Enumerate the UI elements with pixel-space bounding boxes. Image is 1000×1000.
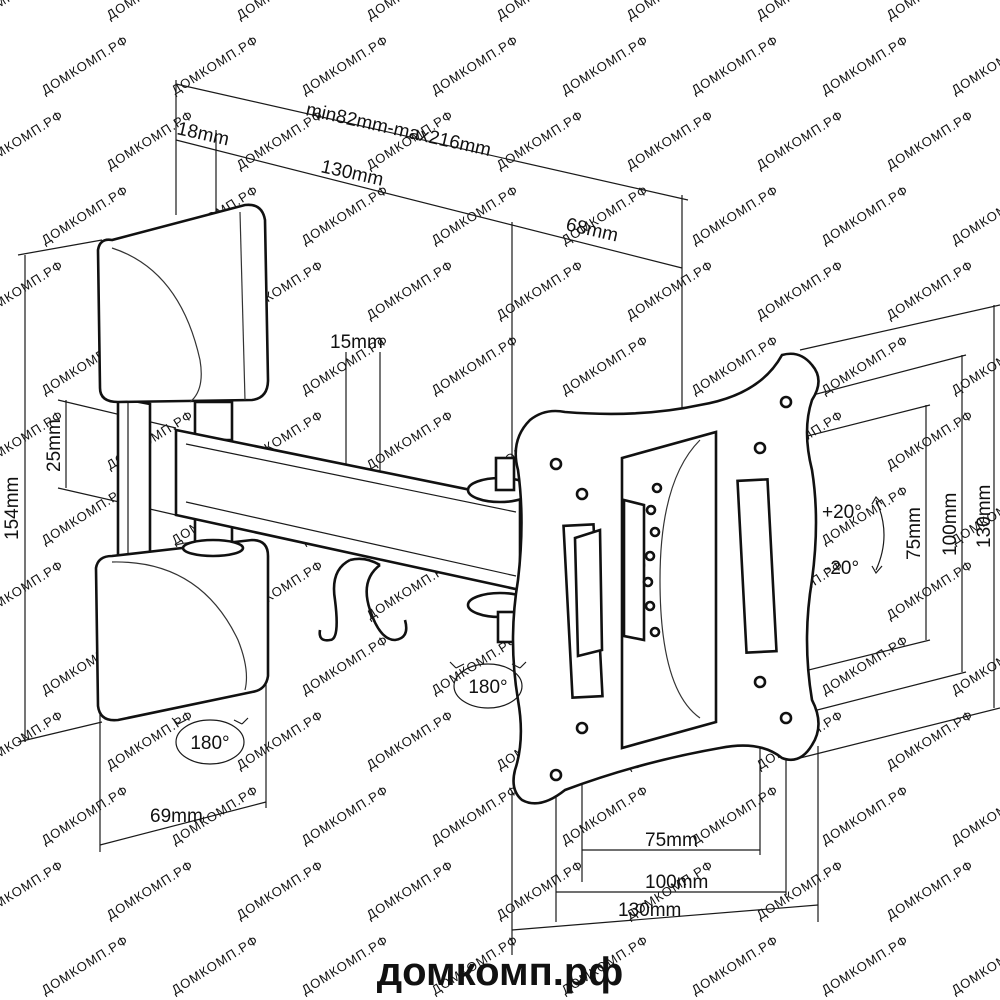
label-total-height: 154mm	[2, 477, 23, 540]
watermark-text: ДОМКОМП.РФ	[234, 0, 326, 23]
vesa-plate	[511, 352, 820, 805]
watermark-text: ДОМКОМП.РФ	[494, 257, 586, 322]
label-vesa-h-75: 75mm	[904, 507, 925, 560]
watermark-text: ДОМКОМП.РФ	[689, 182, 781, 247]
watermark-text: ДОМКОМП.РФ	[429, 182, 521, 247]
watermark-text: ДОМКОМП.РФ	[234, 707, 326, 772]
watermark-text: ДОМКОМП.РФ	[299, 32, 391, 97]
watermark-text: ДОМКОМП.РФ	[559, 782, 651, 847]
label-arm-rotation: 180°	[468, 677, 507, 698]
watermark-text: ДОМКОМП.РФ	[884, 857, 976, 922]
watermark-text: ДОМКОМП.РФ	[754, 857, 846, 922]
watermark-text: ДОМКОМП.РФ	[0, 257, 66, 322]
watermark-text: ДОМКОМП.РФ	[169, 932, 261, 997]
label-vesa-w-75: 75mm	[645, 830, 698, 851]
watermark-text: ДОМКОМП.РФ	[234, 857, 326, 922]
watermark-text: ДОМКОМП.РФ	[364, 0, 456, 23]
watermark-text: ДОМКОМП.РФ	[39, 782, 131, 847]
label-tilt-up: +20°	[822, 502, 862, 523]
label-vesa-h-100: 100mm	[940, 493, 961, 556]
watermark-text: ДОМКОМП.РФ	[949, 332, 1000, 397]
watermark-text: ДОМКОМП.РФ	[0, 107, 66, 172]
brand-logo: домкомп.рф	[377, 950, 624, 994]
watermark-text: ДОМКОМП.РФ	[299, 182, 391, 247]
watermark-text: ДОМКОМП.РФ	[949, 32, 1000, 97]
watermark-text: ДОМКОМП.РФ	[819, 632, 911, 697]
watermark-text: ДОМКОМП.РФ	[0, 857, 66, 922]
watermark-text: ДОМКОМП.РФ	[754, 0, 846, 23]
wall-bracket	[94, 203, 270, 722]
watermark-text: ДОМКОМП.РФ	[884, 257, 976, 322]
label-vesa-w-100: 100mm	[645, 872, 708, 893]
watermark-text: ДОМКОМП.РФ	[819, 182, 911, 247]
watermark-text: ДОМКОМП.РФ	[884, 107, 976, 172]
watermark-text: ДОМКОМП.РФ	[364, 857, 456, 922]
watermark-text: ДОМКОМП.РФ	[494, 107, 586, 172]
watermark-text: ДОМКОМП.РФ	[949, 932, 1000, 997]
watermark-text: ДОМКОМП.РФ	[299, 632, 391, 697]
watermark-text: ДОМКОМП.РФ	[494, 0, 586, 23]
watermark-text: ДОМКОМП.РФ	[299, 782, 391, 847]
label-arm-gap: 15mm	[330, 332, 383, 353]
label-vesa-w-130: 130mm	[618, 900, 681, 921]
rotation-labels: 180° 180° +20° -20°	[190, 502, 861, 754]
label-wall-offset: 18mm	[175, 118, 231, 150]
watermark-text: ДОМКОМП.РФ	[819, 332, 911, 397]
label-tilt-down: -20°	[824, 558, 859, 579]
watermark-text: ДОМКОМП.РФ	[169, 32, 261, 97]
watermark-text: ДОМКОМП.РФ	[884, 0, 976, 23]
watermark-text: ДОМКОМП.РФ	[364, 407, 456, 472]
label-base-rotation: 180°	[190, 733, 229, 754]
watermark-text: ДОМКОМП.РФ	[819, 932, 911, 997]
mounting-holes	[549, 395, 793, 782]
label-base-width: 69mm	[150, 806, 203, 827]
swing-arm	[174, 400, 534, 644]
watermark-text: ДОМКОМП.РФ	[0, 557, 66, 622]
watermark-text: ДОМКОМП.РФ	[624, 107, 716, 172]
watermark-text: ДОМКОМП.РФ	[689, 32, 781, 97]
watermark-text: ДОМКОМП.РФ	[754, 257, 846, 322]
watermark-text: ДОМКОМП.РФ	[559, 332, 651, 397]
watermark-text: ДОМКОМП.РФ	[39, 32, 131, 97]
watermark-text: ДОМКОМП.РФ	[689, 932, 781, 997]
watermark-text: ДОМКОМП.РФ	[624, 0, 716, 23]
watermark-text: ДОМКОМП.РФ	[689, 782, 781, 847]
watermark-text: ДОМКОМП.РФ	[949, 782, 1000, 847]
rotation-indicators	[171, 495, 885, 765]
watermark-text: ДОМКОМП.РФ	[429, 782, 521, 847]
watermark-text: ДОМКОМП.РФ	[754, 107, 846, 172]
watermark-text: ДОМКОМП.РФ	[104, 857, 196, 922]
watermark-text: ДОМКОМП.РФ	[0, 707, 66, 772]
watermark-text: ДОМКОМП.РФ	[819, 32, 911, 97]
watermark-text: ДОМКОМП.РФ	[429, 32, 521, 97]
watermark-text: ДОМКОМП.РФ	[819, 782, 911, 847]
watermark-text: ДОМКОМП.РФ	[364, 257, 456, 322]
watermark-text: ДОМКОМП.РФ	[624, 257, 716, 322]
label-vesa-h-130: 130mm	[974, 485, 995, 548]
watermark-text: ДОМКОМП.РФ	[39, 932, 131, 997]
watermark-text: ДОМКОМП.РФ	[949, 632, 1000, 697]
watermark-text: ДОМКОМП.РФ	[949, 182, 1000, 247]
watermark-text: ДОМКОМП.РФ	[0, 0, 66, 23]
watermark-text: ДОМКОМП.РФ	[429, 332, 521, 397]
watermark-text: ДОМКОМП.РФ	[559, 32, 651, 97]
watermark-text: ДОМКОМП.РФ	[494, 857, 586, 922]
watermark-text: ДОМКОМП.РФ	[364, 707, 456, 772]
label-arm-height: 25mm	[44, 419, 65, 472]
watermark-text: ДОМКОМП.РФ	[104, 0, 196, 23]
